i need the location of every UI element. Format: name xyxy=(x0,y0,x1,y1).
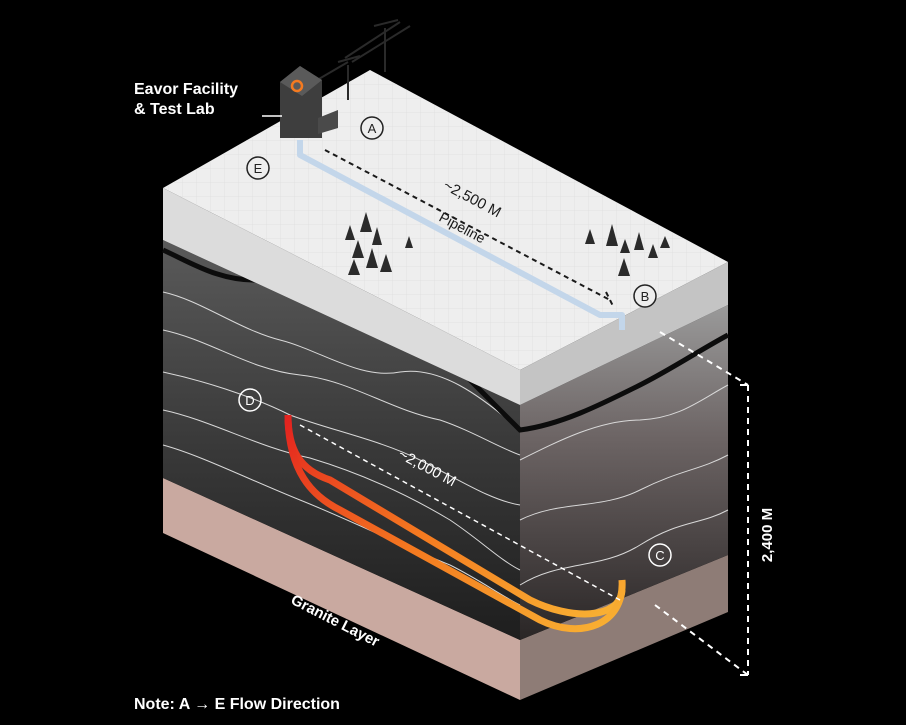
tree-cluster-right xyxy=(585,224,670,276)
facility-label-line2: & Test Lab xyxy=(134,101,215,118)
marker-b-text: B xyxy=(641,289,650,304)
eavor-logo-icon xyxy=(290,79,304,93)
lateral-distance-dashes xyxy=(299,424,621,601)
marker-e: E xyxy=(246,156,270,180)
strata-lines xyxy=(162,291,729,606)
surface-distance-dashes xyxy=(324,149,615,309)
marker-c-text: C xyxy=(655,548,664,563)
marker-d-text: D xyxy=(245,393,254,408)
marker-d: D xyxy=(238,388,262,412)
facility-label: Eavor Facility & Test Lab xyxy=(134,80,284,120)
surface-front-edge xyxy=(163,188,520,405)
tree-cluster-left xyxy=(345,212,413,275)
marker-a-text: A xyxy=(368,121,377,136)
surface-grid xyxy=(163,70,728,370)
granite-layer-band-right xyxy=(520,555,728,700)
granite-layer-band xyxy=(163,478,520,700)
facility-label-line1: Eavor Facility xyxy=(134,81,239,98)
marker-a: A xyxy=(360,116,384,140)
flow-direction-note: Note: A → E Flow Direction xyxy=(134,696,340,713)
lateral-loop-inner xyxy=(284,419,626,633)
surface-pipeline xyxy=(297,140,625,330)
marker-e-text: E xyxy=(254,161,263,176)
depth-ticks xyxy=(740,384,748,676)
marker-c: C xyxy=(648,543,672,567)
depth-label: 2,400 M xyxy=(759,508,776,562)
depth-dashes xyxy=(654,331,749,676)
marker-b: B xyxy=(633,284,657,308)
facility-building xyxy=(280,66,338,138)
